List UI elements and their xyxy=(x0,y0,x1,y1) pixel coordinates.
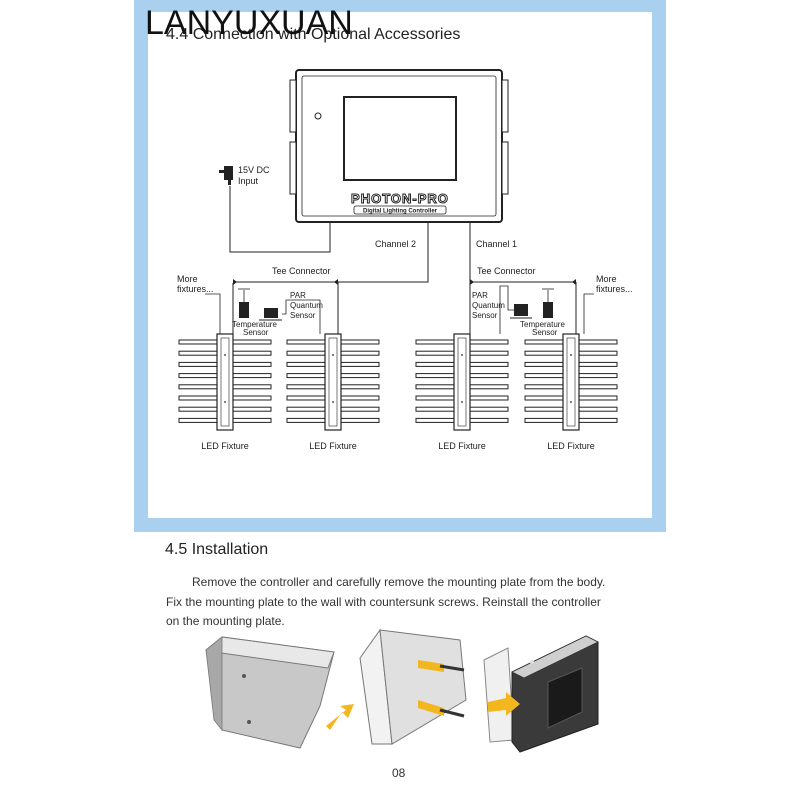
par-sensor-right-line3: Sensor xyxy=(472,311,498,320)
par-sensor-right-line2: Quantum xyxy=(472,301,505,310)
power-label-line2: Input xyxy=(238,176,259,186)
instruction-line-3: on the mounting plate. xyxy=(166,614,285,628)
temperature-sensor-left-icon xyxy=(239,302,249,318)
led-fixture-2 xyxy=(286,333,380,431)
install-step-3-illustration xyxy=(483,635,599,753)
led-fixture-3 xyxy=(415,333,509,431)
more-fixtures-right-line1: More xyxy=(596,274,617,284)
par-sensor-left-line3: Sensor xyxy=(290,311,316,320)
led-fixtures xyxy=(178,333,618,431)
temp-sensor-left-line1: Temperature xyxy=(232,320,277,329)
installation-instructions: Remove the controller and carefully remo… xyxy=(166,573,646,632)
instruction-line-2: Fix the mounting plate to the wall with … xyxy=(166,594,601,609)
controller-brand-text: PHOTON-PRO xyxy=(351,191,449,206)
tee-connector-right-label: Tee Connector xyxy=(477,266,536,276)
led-fixture-4 xyxy=(524,333,618,431)
instruction-line-1: Remove the controller and carefully remo… xyxy=(192,575,606,589)
led-fixture-label-3: LED Fixture xyxy=(438,441,486,451)
led-fixture-1 xyxy=(178,333,272,431)
more-fixtures-right-line2: fixtures... xyxy=(596,284,633,294)
led-fixture-label-2: LED Fixture xyxy=(309,441,357,451)
channel-1-label: Channel 1 xyxy=(476,239,517,249)
install-step-1-illustration xyxy=(205,636,354,749)
watermark-text: LANYUXUAN xyxy=(145,4,353,42)
power-adapter-icon xyxy=(219,166,233,185)
led-fixture-label-4: LED Fixture xyxy=(547,441,595,451)
page-number: 08 xyxy=(392,766,406,780)
more-fixtures-left-line2: fixtures... xyxy=(177,284,214,294)
par-sensor-left-line1: PAR xyxy=(290,291,306,300)
channel-2-label: Channel 2 xyxy=(375,239,416,249)
more-fixtures-left-line1: More xyxy=(177,274,198,284)
power-label-line1: 15V DC xyxy=(238,165,270,175)
install-step-2-illustration xyxy=(359,628,467,745)
par-sensor-right-icon xyxy=(514,304,528,316)
par-sensor-right-line1: PAR xyxy=(472,291,488,300)
par-sensor-left-line2: Quantum xyxy=(290,301,323,310)
section-title-connection: 4.4 Connection with Optional Accessories xyxy=(166,26,461,43)
temp-sensor-left-line2: Sensor xyxy=(243,328,269,337)
led-fixture-label-1: LED Fixture xyxy=(201,441,249,451)
temp-sensor-right-line2: Sensor xyxy=(532,328,558,337)
temp-sensor-right-line1: Temperature xyxy=(520,320,565,329)
section-title-installation: 4.5 Installation xyxy=(165,541,269,558)
tee-connector-left-label: Tee Connector xyxy=(272,266,331,276)
controller-subtitle-text: Digital Lighting Controller xyxy=(363,209,438,215)
par-sensor-left-icon xyxy=(264,308,278,318)
temperature-sensor-right-icon xyxy=(543,302,553,318)
controller-device: PHOTON-PRO Digital Lighting Controller xyxy=(289,69,509,223)
